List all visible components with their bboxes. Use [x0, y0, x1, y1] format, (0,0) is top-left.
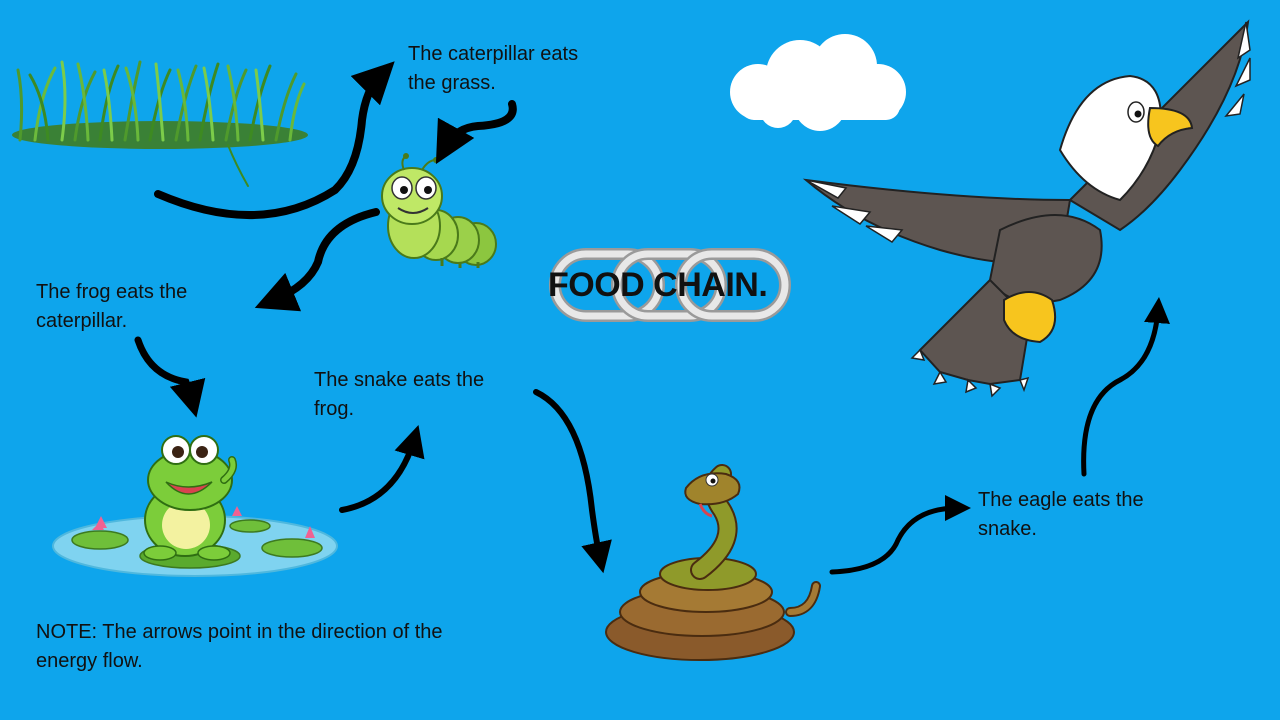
arrow-grass-to-caterpillar-path [154, 61, 395, 219]
arrow-caterpillar-to-frog-b [254, 208, 380, 312]
caption-line: The caterpillar eats [408, 43, 579, 65]
energy-flow-note: NOTE: The arrows point in the direction … [36, 618, 443, 676]
caption-line: caterpillar. [36, 310, 128, 332]
caption-line: NOTE: The arrows point in the direction … [36, 621, 443, 643]
caption-line: The snake eats the [314, 369, 485, 391]
grass-icon [12, 60, 308, 187]
caterpillar-icon [381, 153, 497, 268]
frog-caption: The frog eats the caterpillar. [36, 278, 187, 336]
arrow-eagle-label-to-eagle [1081, 297, 1170, 477]
caption-line: The frog eats the [36, 281, 188, 303]
caterpillar-caption: The caterpillar eats the grass. [408, 40, 578, 98]
caption-line: energy flow. [36, 650, 143, 672]
eagle-icon [802, 19, 1251, 398]
arrow-snake-to-eagle [829, 495, 971, 575]
caption-line: frog. [314, 398, 355, 420]
caption-line: the grass. [408, 72, 496, 94]
eagle-caption: The eagle eats the snake. [978, 486, 1144, 544]
caption-line: snake. [978, 518, 1037, 540]
arrow-caterpillar-to-frog [435, 100, 517, 165]
snake-caption: The snake eats the frog. [314, 366, 484, 424]
cloud-icon [730, 34, 906, 131]
diagram-title: FOOD CHAIN. [548, 266, 768, 304]
chain-links-icon [549, 248, 791, 322]
snake-icon [605, 464, 821, 661]
caption-line: The eagle eats the [978, 489, 1144, 511]
arrow-frog-label-to-frog [134, 336, 206, 418]
frog-icon [52, 435, 338, 577]
arrow-frog-to-snake [339, 425, 425, 513]
arrow-snake-label-to-snake [533, 389, 612, 574]
